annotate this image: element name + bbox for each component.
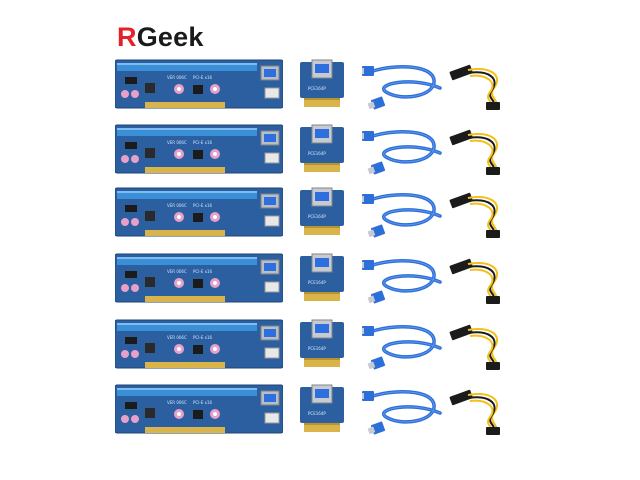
sata-to-6pin-power-cable-icon (448, 252, 510, 304)
svg-text:PCE164P: PCE164P (308, 214, 326, 219)
pcie-x1-adapter-icon: PCE164P (298, 318, 348, 370)
pcie-riser-board-icon: VER 006C PCI-E x16 (115, 318, 283, 370)
pcie-x1-adapter-icon: PCE164P (298, 58, 348, 110)
pcie-riser-board-icon: VER 006C PCI-E x16 (115, 383, 283, 435)
kit-row-6: VER 006C PCI-E x16 (0, 383, 640, 439)
svg-text:VER 006C: VER 006C (167, 335, 187, 340)
svg-text:PCI-E x16: PCI-E x16 (193, 140, 213, 145)
svg-text:VER 006C: VER 006C (167, 400, 187, 405)
pcie-riser-board-icon: VER 006C PCI-E x16 (115, 123, 283, 175)
usb3-cable-icon (362, 58, 446, 110)
svg-text:VER 006C: VER 006C (167, 269, 187, 274)
svg-text:PCE164P: PCE164P (308, 151, 326, 156)
pcie-x1-adapter-icon: PCE164P (298, 252, 348, 304)
pcie-x1-adapter-icon: PCE164P (298, 123, 348, 175)
sata-to-6pin-power-cable-icon (448, 123, 510, 175)
svg-text:PCE164P: PCE164P (308, 346, 326, 351)
svg-text:PCE164P: PCE164P (308, 86, 326, 91)
kit-row-5: VER 006C PCI-E x16 (0, 318, 640, 374)
svg-text:VER 006C: VER 006C (167, 140, 187, 145)
sata-to-6pin-power-cable-icon (448, 58, 510, 110)
kit-row-4: VER 006C PCI-E x16 (0, 252, 640, 308)
pcie-riser-board-icon: VER 006C PCI-E x16 (115, 186, 283, 238)
usb3-cable-icon (362, 186, 446, 238)
pcie-x1-adapter-icon: PCE164P (298, 383, 348, 435)
svg-text:PCI-E x16: PCI-E x16 (193, 400, 213, 405)
svg-text:VER 006C: VER 006C (167, 75, 187, 80)
svg-text:PCI-E x16: PCI-E x16 (193, 335, 213, 340)
svg-text:PCI-E x16: PCI-E x16 (193, 269, 213, 274)
brand-logo-first-letter: R (117, 22, 137, 52)
svg-text:PCE164P: PCE164P (308, 280, 326, 285)
svg-text:PCI-E x16: PCI-E x16 (193, 203, 213, 208)
svg-text:VER 006C: VER 006C (167, 203, 187, 208)
sata-to-6pin-power-cable-icon (448, 186, 510, 238)
kit-row-1: VER 006C PCI-E x16 (0, 58, 640, 114)
usb3-cable-icon (362, 383, 446, 435)
pcie-riser-board-icon: VER 006C PCI-E x16 (115, 252, 283, 304)
kit-row-3: VER 006C PCI-E x16 (0, 186, 640, 242)
pcie-riser-board-icon: VER 006C PCI-E x16 (115, 58, 283, 110)
brand-logo-rest: Geek (136, 22, 204, 52)
kit-row-2: VER 006C PCI-E x16 (0, 123, 640, 179)
usb3-cable-icon (362, 318, 446, 370)
svg-text:PCI-E x16: PCI-E x16 (193, 75, 213, 80)
sata-to-6pin-power-cable-icon (448, 383, 510, 435)
usb3-cable-icon (362, 252, 446, 304)
sata-to-6pin-power-cable-icon (448, 318, 510, 370)
brand-logo: RGeek (117, 22, 204, 52)
usb3-cable-icon (362, 123, 446, 175)
pcie-x1-adapter-icon: PCE164P (298, 186, 348, 238)
svg-text:PCE164P: PCE164P (308, 411, 326, 416)
